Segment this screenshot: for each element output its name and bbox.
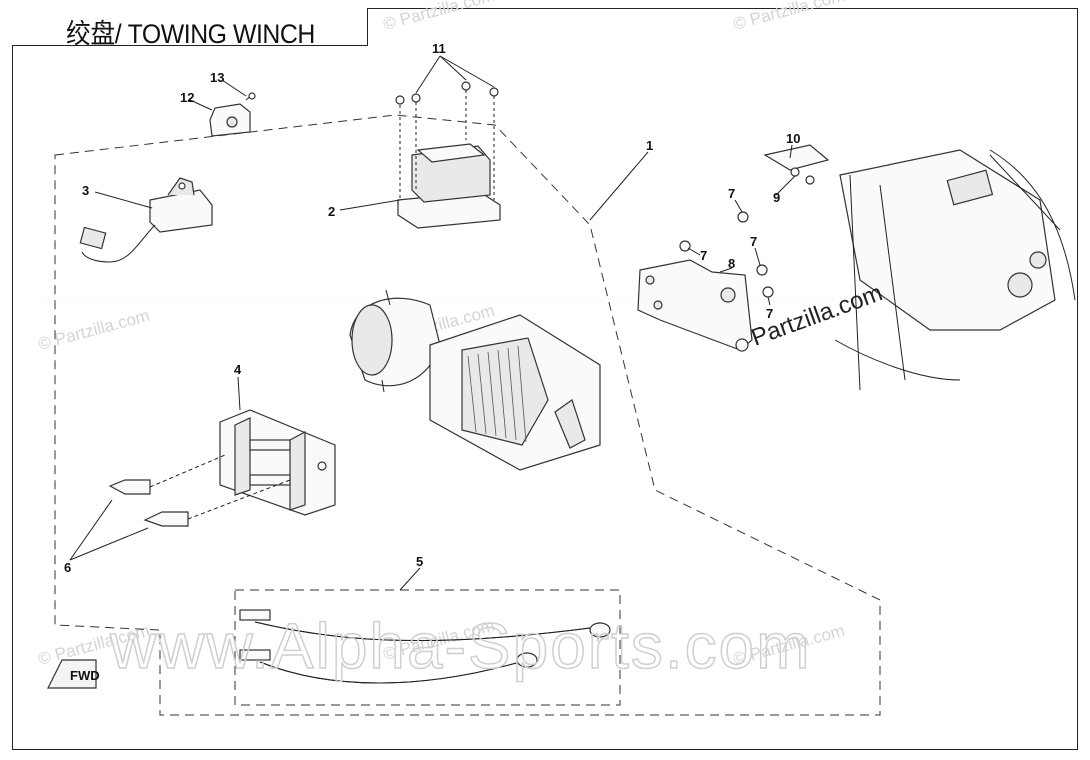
callouts: 1 2 3 4 5 6 7 7 7 7 8 9 10 11 12 13 <box>64 41 800 575</box>
callout-7: 7 <box>766 306 773 321</box>
callout-5: 5 <box>416 554 423 569</box>
callout-3: 3 <box>82 183 89 198</box>
watermark-alpha-sports: www.Alpha-Sports.com <box>109 610 812 682</box>
watermark-partzilla: © Partzilla.com <box>36 306 152 354</box>
watermark-partzilla: © Partzilla.com <box>381 0 497 34</box>
callout-4: 4 <box>234 362 242 377</box>
callout-1: 1 <box>646 138 653 153</box>
part-8-mounting-plate <box>637 259 753 352</box>
diagram-frame <box>12 8 1078 750</box>
part-3-solenoid <box>79 177 213 263</box>
part-12-clamp <box>209 92 256 137</box>
callout-13: 13 <box>210 70 224 85</box>
diagram-title: 绞盘/ TOWING WINCH <box>66 19 315 49</box>
cable-dashed-box <box>234 589 621 706</box>
part-2-contactor <box>395 81 501 229</box>
callout-12: 12 <box>180 90 194 105</box>
vehicle-frame <box>834 149 1076 391</box>
forward-arrow-icon: FWD <box>47 659 100 689</box>
callout-7: 7 <box>700 248 707 263</box>
callout-10: 10 <box>786 131 800 146</box>
callout-8: 8 <box>728 256 735 271</box>
callout-6: 6 <box>64 560 71 575</box>
title-box: 绞盘/ TOWING WINCH <box>12 8 368 49</box>
watermark-partzilla: © Partzilla.com <box>731 0 847 34</box>
assembly-dashed-outline <box>54 114 881 716</box>
callout-2: 2 <box>328 204 335 219</box>
forward-label: FWD <box>70 668 100 683</box>
part-10-bracket <box>763 144 830 185</box>
part-6-bolts <box>108 454 291 527</box>
callout-7: 7 <box>728 186 735 201</box>
callout-7: 7 <box>750 234 757 249</box>
leader-lines <box>69 55 796 591</box>
part-4-fairlead <box>219 409 336 516</box>
part-5-cables <box>239 609 611 684</box>
callout-9: 9 <box>773 190 780 205</box>
part-1-winch <box>349 289 601 471</box>
part-7-bolts <box>679 211 774 298</box>
callout-11: 11 <box>432 41 446 56</box>
